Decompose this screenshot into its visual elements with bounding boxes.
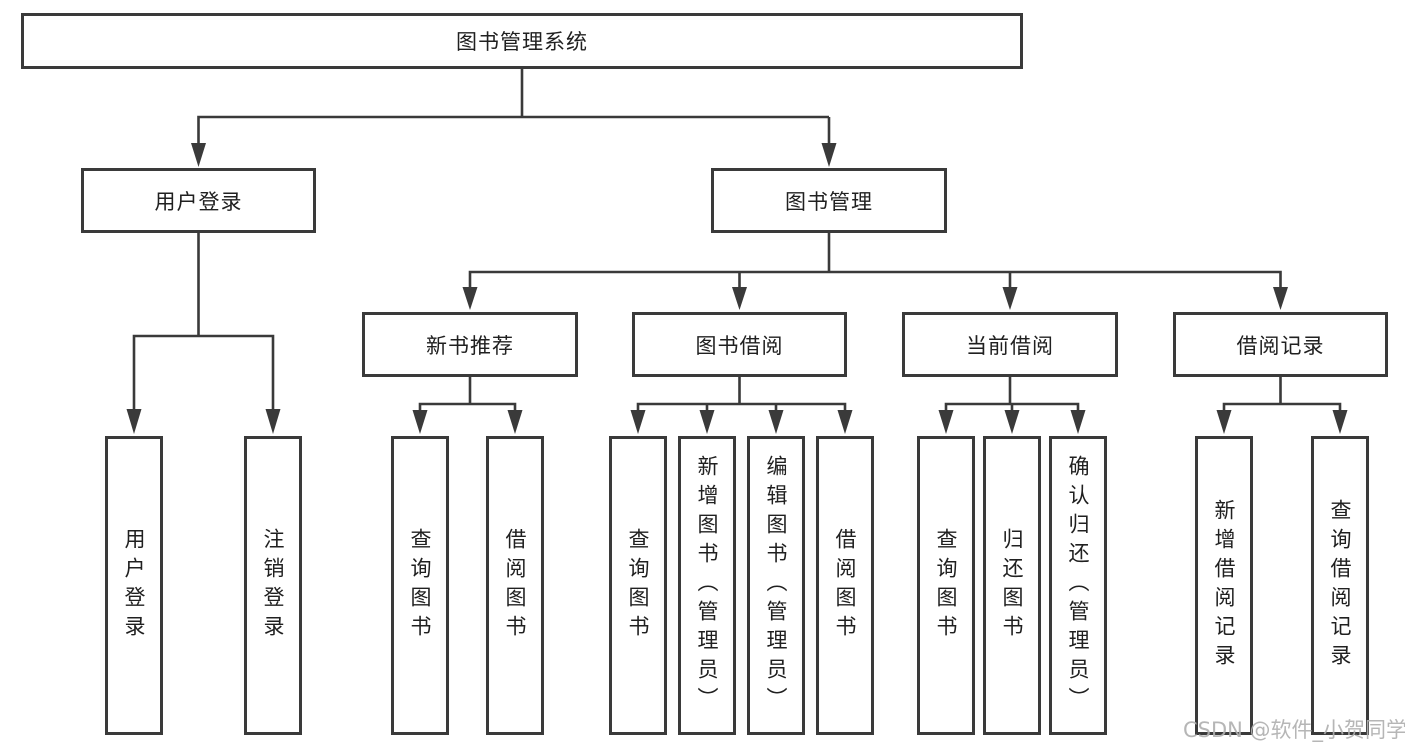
- node-book-management-label: 图书管理: [785, 189, 873, 214]
- node-user-login: 用户登录: [81, 168, 316, 233]
- node-leaf-add-books-admin-label: 新增图书（管理员）: [695, 455, 720, 716]
- node-leaf-add-borrow-record-label: 新增借阅记录: [1212, 498, 1237, 673]
- node-leaf-return-books: 归还图书: [983, 436, 1041, 735]
- branch-current-borrow-connectors: [938, 377, 1086, 434]
- branch-root-connectors: [191, 69, 837, 167]
- node-book-borrow-label: 图书借阅: [695, 333, 784, 358]
- node-root-system-label: 图书管理系统: [456, 30, 588, 54]
- node-leaf-confirm-return-admin: 确认归还（管理员）: [1049, 436, 1107, 735]
- branch-new-book-connectors: [412, 377, 523, 434]
- node-leaf-query-books-recommend-label: 查询图书: [408, 527, 433, 644]
- node-book-management: 图书管理: [711, 168, 947, 233]
- branch-borrow-records-connectors: [1216, 377, 1348, 434]
- node-leaf-borrow-books: 借阅图书: [816, 436, 874, 735]
- node-book-borrow: 图书借阅: [632, 312, 847, 377]
- node-leaf-user-login: 用户登录: [105, 436, 163, 735]
- node-leaf-borrow-books-recommend: 借阅图书: [486, 436, 544, 735]
- node-user-login-label: 用户登录: [154, 189, 243, 214]
- node-leaf-query-books-borrow: 查询图书: [609, 436, 667, 735]
- node-leaf-query-books-current-label: 查询图书: [934, 527, 959, 644]
- node-current-borrow-label: 当前借阅: [966, 333, 1054, 358]
- node-leaf-return-books-label: 归还图书: [1000, 527, 1025, 644]
- branch-book-borrow-connectors: [630, 377, 853, 434]
- node-leaf-query-books-recommend: 查询图书: [391, 436, 449, 735]
- node-leaf-query-books-current: 查询图书: [917, 436, 975, 735]
- node-leaf-edit-books-admin: 编辑图书（管理员）: [747, 436, 805, 735]
- branch-user-login-connectors: [126, 233, 281, 434]
- node-new-book-recommend: 新书推荐: [362, 312, 578, 377]
- node-leaf-edit-books-admin-label: 编辑图书（管理员）: [764, 455, 789, 716]
- node-leaf-add-books-admin: 新增图书（管理员）: [678, 436, 736, 735]
- node-leaf-logout-label: 注销登录: [261, 527, 286, 644]
- node-leaf-logout: 注销登录: [244, 436, 302, 735]
- node-leaf-user-login-label: 用户登录: [122, 527, 147, 644]
- branch-book-management-connectors: [462, 233, 1288, 310]
- node-new-book-recommend-label: 新书推荐: [426, 333, 514, 358]
- node-leaf-add-borrow-record: 新增借阅记录: [1195, 436, 1253, 735]
- node-borrow-records: 借阅记录: [1173, 312, 1388, 377]
- node-leaf-borrow-books-recommend-label: 借阅图书: [503, 527, 528, 644]
- node-root-system: 图书管理系统: [21, 13, 1023, 69]
- node-leaf-borrow-books-label: 借阅图书: [833, 527, 858, 644]
- node-leaf-query-borrow-record: 查询借阅记录: [1311, 436, 1369, 735]
- node-current-borrow: 当前借阅: [902, 312, 1118, 377]
- node-borrow-records-label: 借阅记录: [1236, 333, 1325, 358]
- node-leaf-query-books-borrow-label: 查询图书: [626, 527, 651, 644]
- csdn-watermark: CSDN @软件_小贺同学: [1183, 718, 1405, 742]
- node-leaf-confirm-return-admin-label: 确认归还（管理员）: [1066, 455, 1091, 716]
- node-leaf-query-borrow-record-label: 查询借阅记录: [1328, 498, 1353, 673]
